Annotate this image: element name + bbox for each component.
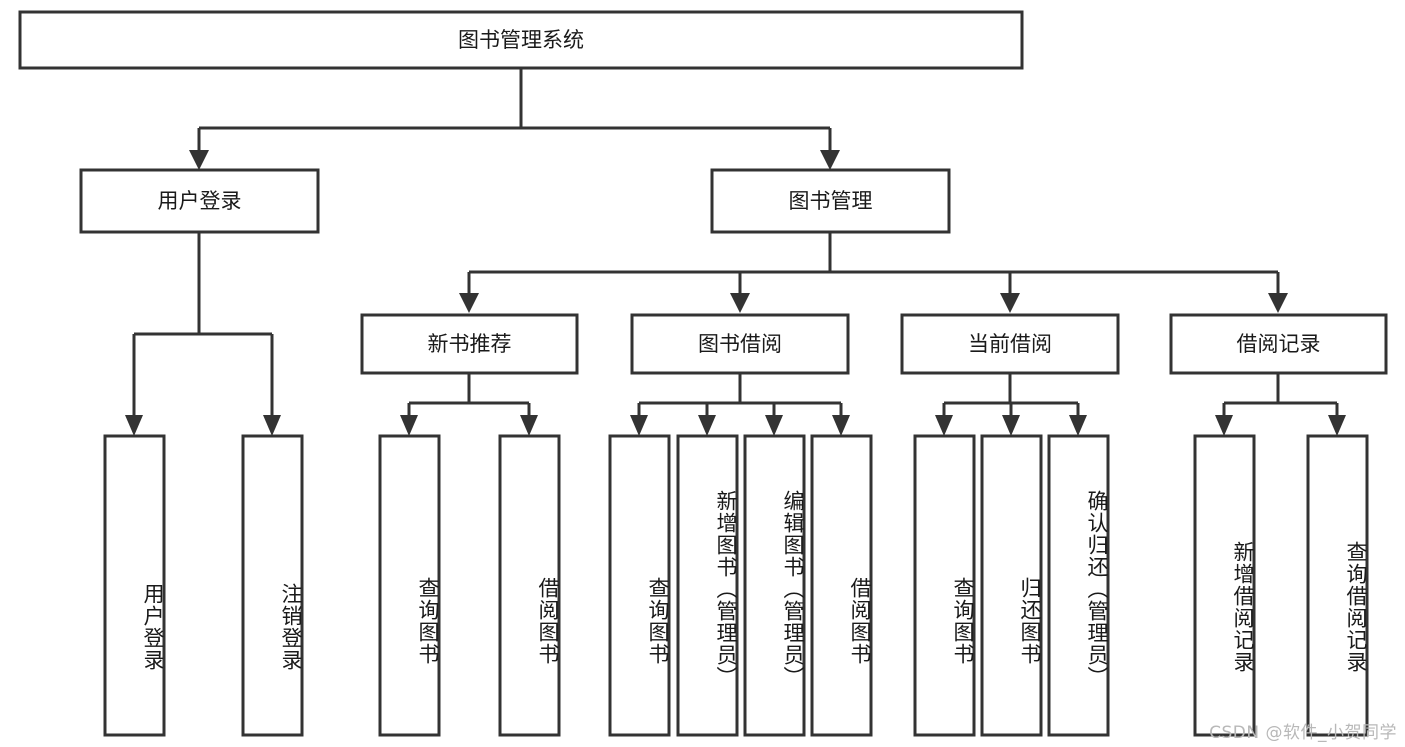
- node-current-borrow-label: 当前借阅: [968, 332, 1052, 356]
- arrow-l3-2-leaf-2: [1069, 415, 1087, 436]
- leaf-book-borrow-1[interactable]: [676, 434, 739, 737]
- node-user-login[interactable]: [79, 168, 320, 234]
- node-current-borrow[interactable]: [900, 313, 1120, 375]
- arrow-l3-1-leaf-3: [832, 415, 850, 436]
- node-root-book-management-system[interactable]: [18, 10, 1024, 70]
- node-borrow-record-label: 借阅记录: [1237, 332, 1321, 356]
- node-book-borrow-label: 图书借阅: [698, 332, 782, 356]
- leaf-book-borrow-2[interactable]: [743, 434, 806, 737]
- csdn-watermark: CSDN @软件_小贺同学: [1209, 723, 1397, 743]
- leaf-book-borrow-3[interactable]: [810, 434, 873, 737]
- arrow-book-mgmt-to-l3-0: [459, 293, 479, 313]
- arrow-root-to-user-login: [189, 150, 209, 170]
- leaf-borrow-record-1[interactable]: [1306, 434, 1369, 737]
- arrow-book-mgmt-to-l3-2: [1000, 293, 1020, 313]
- leaf-new-book-recommend-1[interactable]: [498, 434, 561, 737]
- leaf-current-borrow-1[interactable]: [980, 434, 1043, 737]
- node-book-borrow[interactable]: [630, 313, 850, 375]
- arrow-book-mgmt-to-l3-1: [730, 293, 750, 313]
- arrow-l3-0-leaf-0: [400, 415, 418, 436]
- node-new-book-recommend[interactable]: [360, 313, 579, 375]
- node-book-management[interactable]: [710, 168, 951, 234]
- node-borrow-record[interactable]: [1169, 313, 1388, 375]
- leaf-new-book-recommend-0[interactable]: [378, 434, 441, 737]
- leaf-current-borrow-0[interactable]: [913, 434, 976, 737]
- arrow-book-mgmt-to-l3-3: [1268, 293, 1288, 313]
- arrow-root-to-book-mgmt: [820, 150, 840, 170]
- leaf-borrow-record-0[interactable]: [1193, 434, 1256, 737]
- arrow-l3-3-leaf-0: [1215, 415, 1233, 436]
- leaf-user-login-1[interactable]: [241, 434, 304, 737]
- arrow-l3-1-leaf-2: [765, 415, 783, 436]
- node-root-label: 图书管理系统: [458, 28, 584, 52]
- node-book-management-label: 图书管理: [789, 189, 873, 213]
- arrow-l3-1-leaf-1: [698, 415, 716, 436]
- connector-layer: [125, 68, 1346, 436]
- node-layer: 图书管理系统 用户登录 图书管理 新书推荐 图书借阅 当前借阅 借阅记录: [18, 10, 1388, 737]
- leaf-book-borrow-0[interactable]: [608, 434, 671, 737]
- arrow-l3-0-leaf-1: [520, 415, 538, 436]
- node-user-login-label: 用户登录: [158, 189, 242, 213]
- leaf-current-borrow-2[interactable]: [1047, 434, 1110, 737]
- arrow-user-login-leaf-0: [125, 415, 143, 436]
- leaf-user-login-0[interactable]: [103, 434, 166, 737]
- node-new-book-recommend-label: 新书推荐: [428, 332, 512, 356]
- arrow-l3-1-leaf-0: [630, 415, 648, 436]
- arrow-l3-3-leaf-1: [1328, 415, 1346, 436]
- arrow-user-login-leaf-1: [263, 415, 281, 436]
- arrow-l3-2-leaf-0: [935, 415, 953, 436]
- arrow-l3-2-leaf-1: [1002, 415, 1020, 436]
